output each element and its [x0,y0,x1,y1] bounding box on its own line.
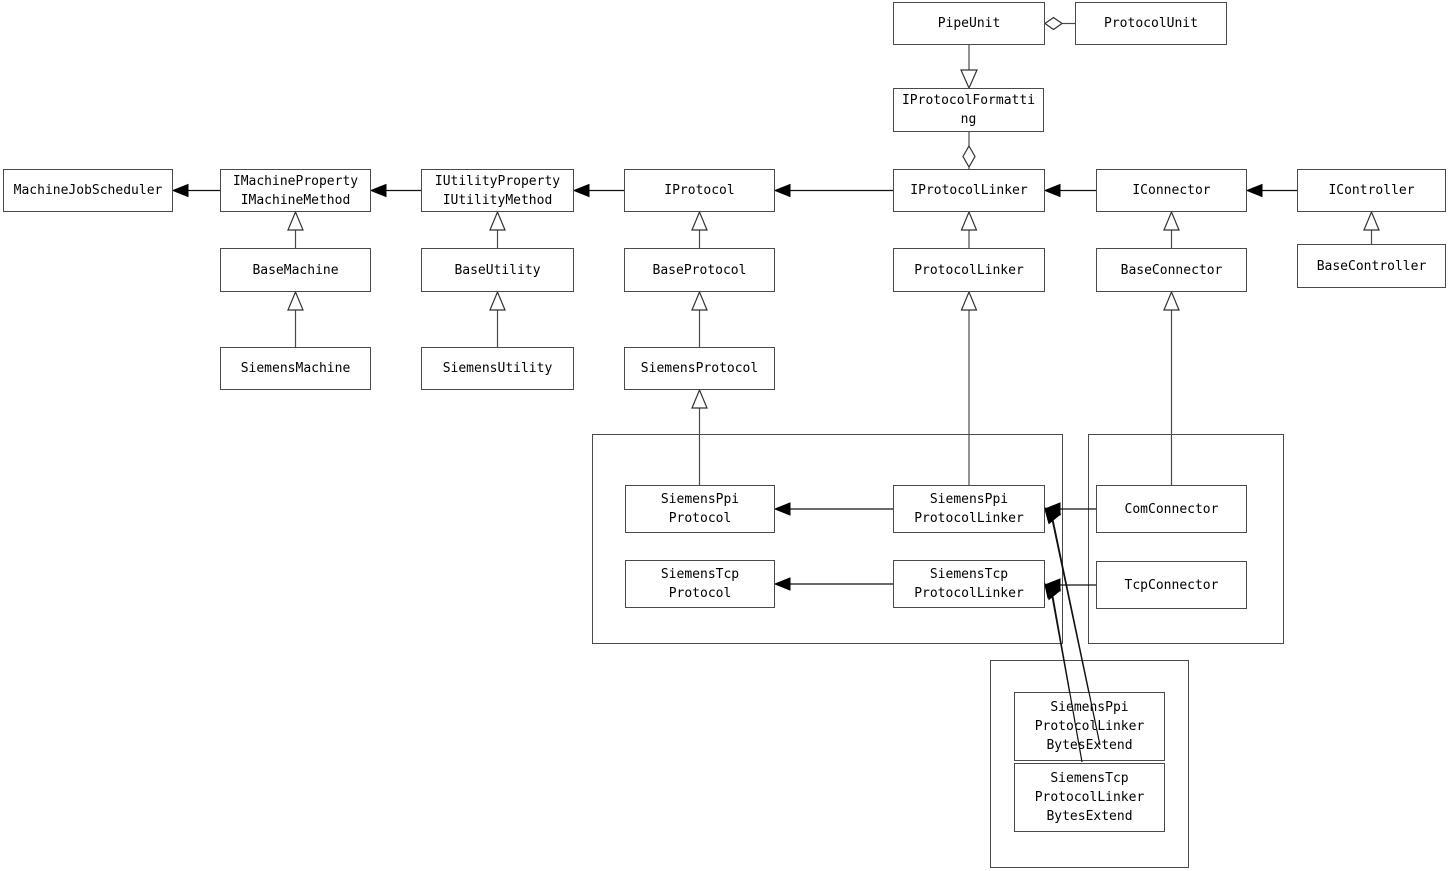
class-box-imachine-property[interactable]: IMachineProperty IMachineMethod [220,169,371,212]
group-bytes-extend [990,660,1189,868]
class-box-siemens-protocol[interactable]: SiemensProtocol [624,347,775,390]
class-box-base-protocol[interactable]: BaseProtocol [624,248,775,292]
group-protocol-linkers [592,434,1063,644]
class-box-siemens-ppi-protocol[interactable]: SiemensPpi Protocol [625,485,775,533]
class-box-base-controller[interactable]: BaseController [1297,244,1446,288]
class-box-icontroller[interactable]: IController [1297,169,1446,212]
class-box-protocol-unit[interactable]: ProtocolUnit [1075,2,1227,45]
class-box-iprotocol-formatting[interactable]: IProtocolFormatti ng [893,88,1044,132]
class-box-base-machine[interactable]: BaseMachine [220,248,371,292]
class-box-siemens-utility[interactable]: SiemensUtility [421,347,574,390]
class-box-siemens-tcp-protocol-linker-bytes-extend[interactable]: SiemensTcp ProtocolLinker BytesExtend [1014,763,1165,832]
class-box-iprotocol-linker[interactable]: IProtocolLinker [893,169,1045,212]
group-connectors [1088,434,1284,644]
class-box-pipe-unit[interactable]: PipeUnit [893,2,1045,45]
class-box-iutility-property[interactable]: IUtilityProperty IUtilityMethod [421,169,574,212]
class-box-siemens-ppi-protocol-linker[interactable]: SiemensPpi ProtocolLinker [893,485,1045,533]
class-box-iconnector[interactable]: IConnector [1096,169,1247,212]
class-box-base-connector[interactable]: BaseConnector [1096,248,1247,292]
class-box-base-utility[interactable]: BaseUtility [421,248,574,292]
class-box-siemens-tcp-protocol[interactable]: SiemensTcp Protocol [625,560,775,608]
class-box-iprotocol[interactable]: IProtocol [624,169,775,212]
class-box-machine-job-scheduler[interactable]: MachineJobScheduler [3,169,173,212]
class-box-protocol-linker[interactable]: ProtocolLinker [893,248,1045,292]
class-box-com-connector[interactable]: ComConnector [1096,485,1247,533]
class-box-tcp-connector[interactable]: TcpConnector [1096,561,1247,609]
class-box-siemens-ppi-protocol-linker-bytes-extend[interactable]: SiemensPpi ProtocolLinker BytesExtend [1014,692,1165,761]
class-box-siemens-machine[interactable]: SiemensMachine [220,347,371,390]
class-box-siemens-tcp-protocol-linker[interactable]: SiemensTcp ProtocolLinker [893,560,1045,608]
